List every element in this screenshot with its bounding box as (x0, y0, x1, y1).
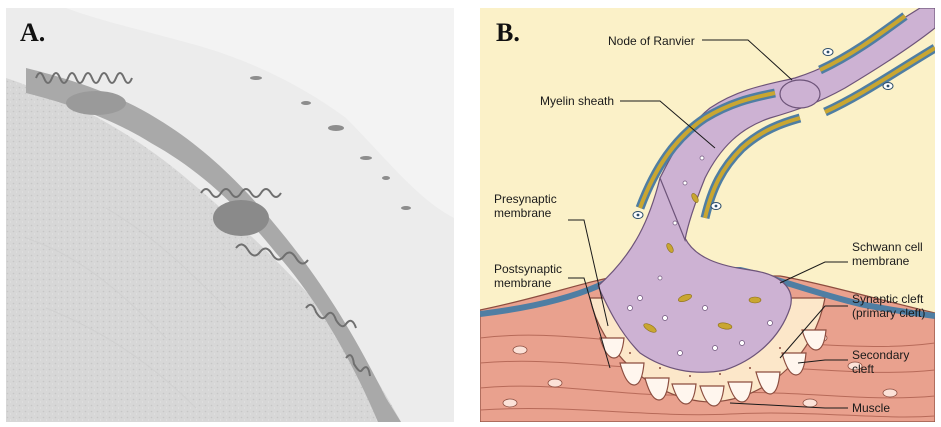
node-of-ranvier (780, 80, 820, 108)
panel-b-label: B. (496, 18, 520, 48)
micrograph-panel: A. (6, 8, 454, 422)
synaptic-cleft-label: Synaptic cleft(primary cleft) (852, 292, 925, 320)
muscle-label: Muscle (852, 401, 890, 415)
node-of-ranvier-label: Node of Ranvier (608, 34, 695, 48)
panel-a-label: A. (20, 18, 45, 48)
micrograph-image (6, 8, 454, 422)
nmj-diagram-panel: B. Node of Ranvier Myelin sheath Presyna… (480, 8, 935, 422)
myelin-sheath-label: Myelin sheath (540, 94, 614, 108)
